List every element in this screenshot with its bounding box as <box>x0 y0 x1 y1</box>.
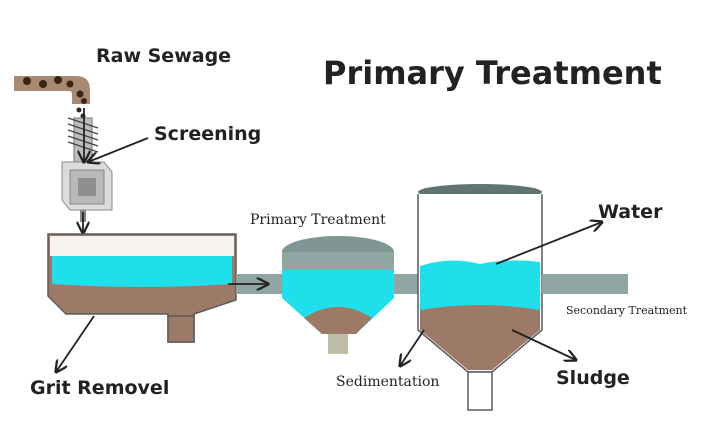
sedimentation-pointer-arrow <box>400 329 425 366</box>
raw-sewage-label: Raw Sewage <box>96 45 231 67</box>
grit-pointer-arrow <box>56 315 95 372</box>
connecting-pipe-2 <box>394 274 418 294</box>
screening-pointer-arrow <box>88 137 149 162</box>
sedimentation-tank <box>417 184 543 411</box>
primary-treatment-label: Primary Treatment <box>250 212 386 228</box>
outlet-pipe <box>542 274 628 294</box>
debris-dot <box>81 98 87 104</box>
screening-unit <box>61 117 113 222</box>
water-pointer-arrow <box>495 222 602 265</box>
debris-dot <box>76 90 84 98</box>
debris-dot <box>66 80 74 88</box>
sludge-pointer-arrow <box>511 329 576 360</box>
raw-sewage-pipe <box>14 76 90 104</box>
primary-clarifier <box>282 236 394 354</box>
grit-removal-tank <box>47 233 237 343</box>
screening-label: Screening <box>154 123 261 145</box>
debris-dot <box>54 76 62 84</box>
debris-dot <box>23 77 31 85</box>
water-label: Water <box>598 201 663 223</box>
grit-removal-label: Grit Removel <box>30 377 169 399</box>
diagram-title: Primary Treatment <box>323 54 662 92</box>
sludge-label: Sludge <box>556 367 630 389</box>
sedimentation-label: Sedimentation <box>336 374 439 390</box>
secondary-treatment-label: Secondary Treatment <box>566 304 688 317</box>
debris-dot <box>39 80 47 88</box>
